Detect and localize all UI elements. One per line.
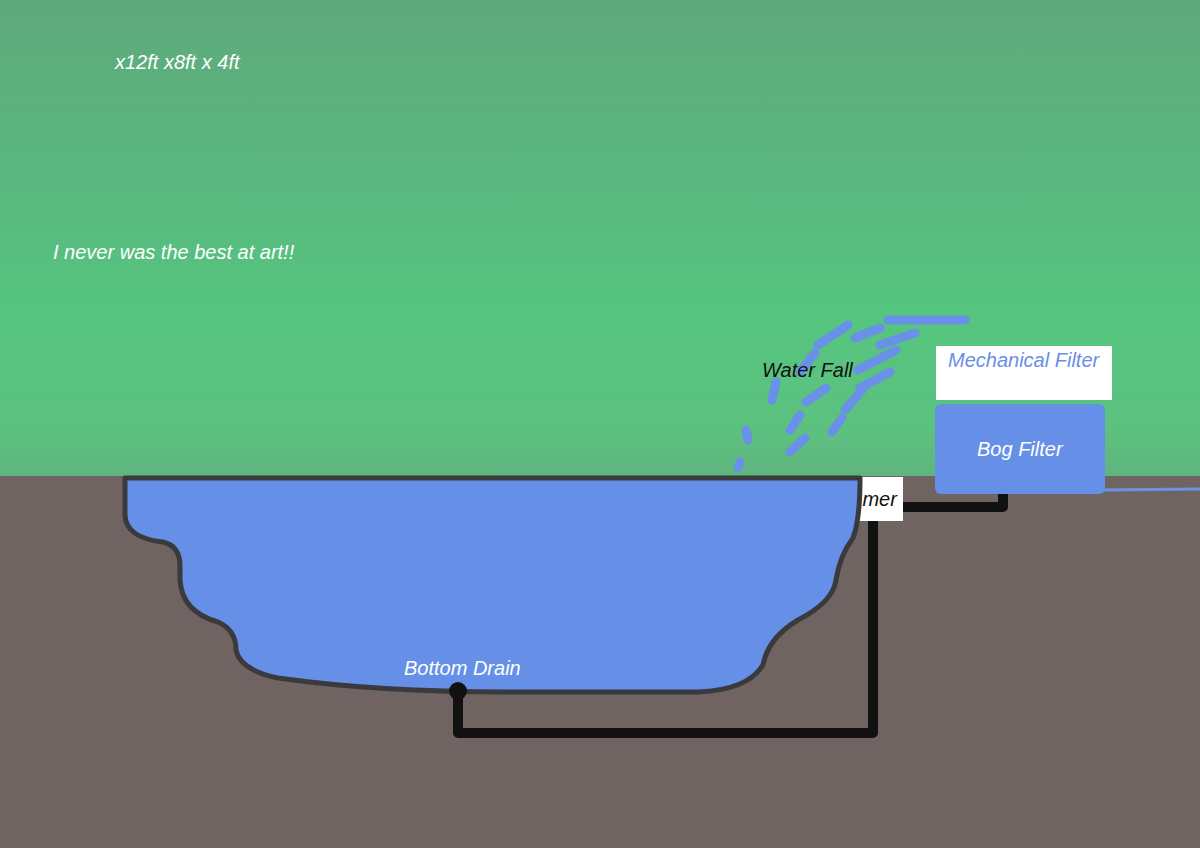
pond-water — [125, 478, 860, 692]
dimension-note: x12ft x8ft x 4ft — [115, 50, 240, 74]
bottom-drain-dot — [449, 682, 467, 700]
mechanical-filter-box: Mechanical Filter — [936, 346, 1112, 400]
pipe-line — [903, 494, 1003, 507]
water-edge — [1100, 489, 1200, 490]
ground — [0, 476, 1200, 848]
node-label: Bog Filter — [977, 437, 1063, 461]
waterfall-label: Water Fall — [762, 358, 853, 382]
node-label: Bottom Drain — [404, 656, 521, 680]
pipe — [903, 494, 1003, 507]
artist-note: I never was the best at art!! — [53, 240, 294, 264]
node-label: Mechanical Filter — [948, 348, 1099, 372]
bog-filter-box: Bog Filter — [935, 404, 1105, 494]
pond: Bottom Drain — [118, 470, 868, 702]
waterfall-spray — [738, 320, 965, 468]
